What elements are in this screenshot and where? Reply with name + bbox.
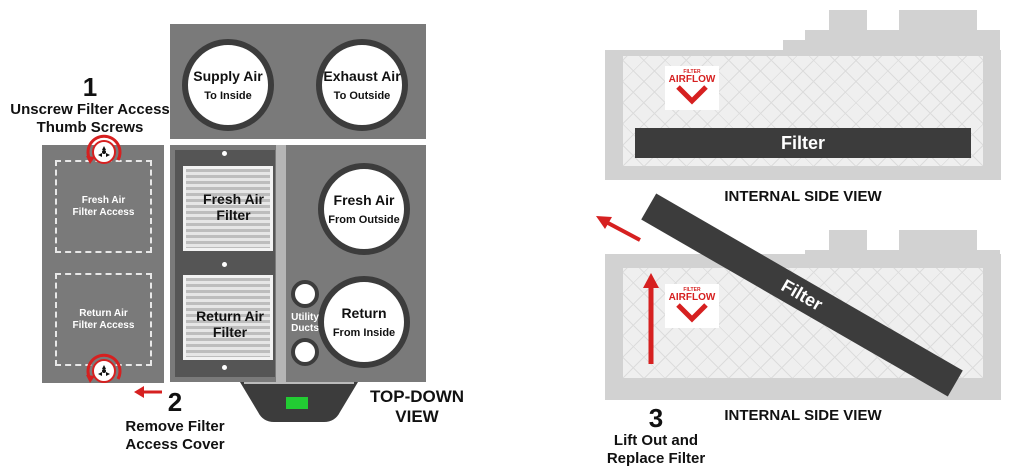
return-filter-line2: Filter [212,324,248,340]
status-indicator [286,397,308,409]
up-arrow-icon [643,273,659,364]
return-port: Return From Inside [318,276,410,368]
airflow-badge: FILTER AIRFLOW [665,284,719,328]
exhaust-air-port: Exhaust Air To Outside [316,39,408,131]
rotate-arrow-icon [86,134,122,164]
airflow-small-text: FILTER [683,287,701,293]
utility-duct-bottom [291,338,319,366]
unit-lower-panel: Fresh Air Filter Return Air Filter Fresh… [170,145,426,382]
indicator-dot [222,151,227,156]
rotate-arrow-icon [98,146,110,157]
rotate-arrow-icon [86,353,122,383]
fresh-air-filter-label: Fresh Air Filter [203,191,264,223]
supply-air-title: Supply Air [193,67,263,84]
filter-access-cover[interactable]: Fresh Air Filter Access Return Air Filte… [42,145,164,383]
exhaust-air-sub: To Outside [333,89,391,102]
thumb-screw-top[interactable] [92,140,116,164]
internal-side-view-caption-1: INTERNAL SIDE VIEW [724,188,882,205]
filter-media [186,278,270,357]
compartment-divider [276,145,286,382]
filter-media [186,169,270,248]
airflow-small-text: FILTER [683,69,701,75]
airflow-big-text: AIRFLOW [668,74,716,85]
step-1-line2: Thumb Screws [36,119,144,136]
housing-tab [829,230,867,250]
top-view-line1: TOP-DOWN [369,387,465,406]
fresh-air-title: Fresh Air [333,191,395,208]
rotate-arrow-icon [98,365,110,376]
return-air-filter-label: Return Air Filter [196,308,264,340]
unit-upper-panel: Supply Air To Inside Exhaust Air To Outs… [170,24,426,139]
exhaust-air-title: Exhaust Air [323,67,401,84]
housing-tab [899,230,977,250]
chevron-down-icon [676,303,708,323]
supply-air-port: Supply Air To Inside [182,39,274,131]
step-2-number: 2 [167,387,183,417]
fresh-filter-line1: Fresh Air [203,191,264,207]
step-2-text: Remove Filter Access Cover [95,418,255,454]
utility-ducts-label: Utility Ducts [287,312,323,334]
step-1-number: 1 [82,72,98,102]
chevron-down-icon [676,85,708,105]
fresh-access-line1: Fresh Air [81,194,126,206]
step-3-text: Lift Out and Replace Filter [586,432,726,468]
internal-side-view-caption-2: INTERNAL SIDE VIEW [724,407,882,424]
indicator-dot [222,365,227,370]
step-3-number: 3 [648,403,664,433]
step-2-line2: Access Cover [125,436,225,453]
fresh-access-line2: Filter Access [72,206,135,218]
return-air-filter[interactable]: Return Air Filter [183,275,273,360]
diagonal-arrow-icon [596,216,641,242]
step-1-line1: Unscrew Filter Access [10,101,170,118]
housing-tab [899,10,977,30]
control-box [240,382,358,422]
filter-in-place: Filter [635,128,971,158]
fresh-air-filter[interactable]: Fresh Air Filter [183,166,273,251]
thumb-screw-bottom[interactable] [92,359,116,383]
left-arrow-icon [134,386,162,398]
step-3-line1: Lift Out and [613,432,699,449]
step-3-line2: Replace Filter [606,450,706,467]
indicator-dot [222,262,227,267]
step-2-line1: Remove Filter [125,418,225,435]
housing-step [783,40,1000,52]
airflow-big-text: AIRFLOW [668,292,716,303]
utility-line1: Utility [291,312,319,323]
side-view-1: FILTER AIRFLOW Filter [605,8,1005,183]
fresh-air-port: Fresh Air From Outside [318,163,410,255]
return-access-line2: Filter Access [72,319,135,331]
step-1-text: Unscrew Filter Access Thumb Screws [10,101,170,137]
utility-line2: Ducts [291,323,319,334]
airflow-badge: FILTER AIRFLOW [665,66,719,110]
top-view-line2: VIEW [395,407,439,426]
return-filter-line1: Return Air [196,308,264,324]
utility-duct-top [291,280,319,308]
return-sub: From Inside [332,326,396,339]
housing-tab [829,10,867,30]
fresh-filter-line2: Filter [216,207,251,223]
fresh-air-sub: From Outside [328,213,400,226]
return-access-line1: Return Air [79,307,128,319]
supply-air-sub: To Inside [204,89,252,102]
return-title: Return [341,304,387,321]
top-down-view-caption: TOP-DOWN VIEW [362,387,472,427]
